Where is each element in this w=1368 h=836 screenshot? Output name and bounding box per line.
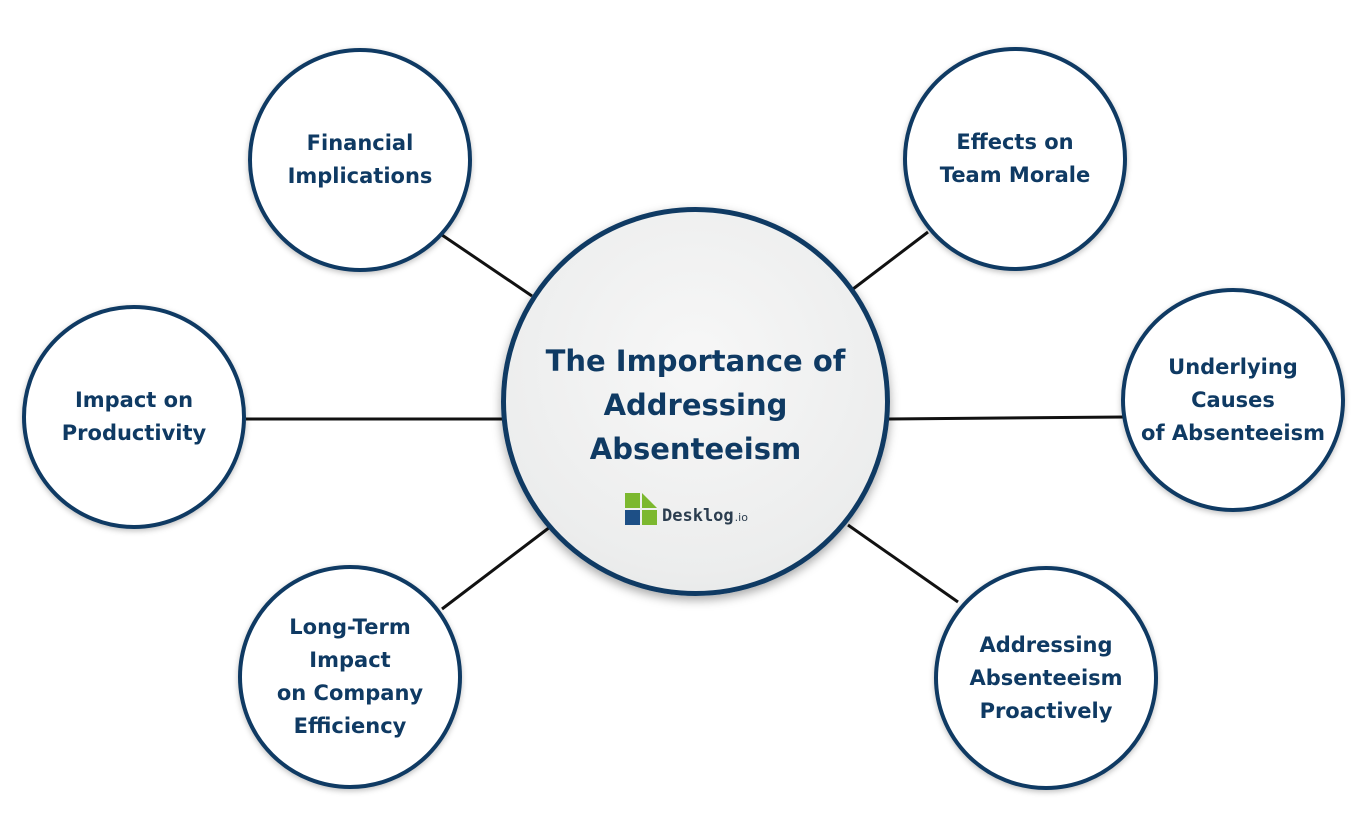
center-title: The Importance of Addressing Absenteeism (545, 344, 846, 466)
center-node: The Importance of Addressing Absenteeism… (501, 207, 890, 596)
desklog-logo-icon (625, 493, 657, 525)
desklog-logo: Desklog .io (624, 490, 748, 526)
connector-underlying-causes (888, 415, 1125, 421)
connector-long-term (441, 525, 551, 611)
connector-financial (441, 233, 533, 298)
node-label: Impact on Productivity (61, 388, 207, 445)
node-label: Financial Implications (287, 131, 433, 188)
node-label: Effects on Team Morale (939, 130, 1091, 187)
node-long-term-impact: Long-Term Impact on Company Efficiency (238, 565, 462, 789)
node-effects-on-team-morale: Effects on Team Morale (903, 47, 1127, 271)
logo-suffix: .io (734, 511, 748, 524)
node-label: Long-Term Impact on Company Efficiency (276, 615, 424, 738)
logo-text: Desklog (662, 506, 734, 526)
node-underlying-causes: Underlying Causes of Absenteeism (1121, 288, 1345, 512)
node-label: Underlying Causes of Absenteeism (1141, 354, 1325, 445)
connector-team-morale (852, 230, 929, 291)
node-addressing-proactively: Addressing Absenteeism Proactively (934, 566, 1158, 790)
connector-proactively (847, 523, 959, 604)
node-impact-on-productivity: Impact on Productivity (22, 305, 246, 529)
node-label: Addressing Absenteeism Proactively (969, 632, 1123, 723)
node-financial-implications: Financial Implications (248, 48, 472, 272)
